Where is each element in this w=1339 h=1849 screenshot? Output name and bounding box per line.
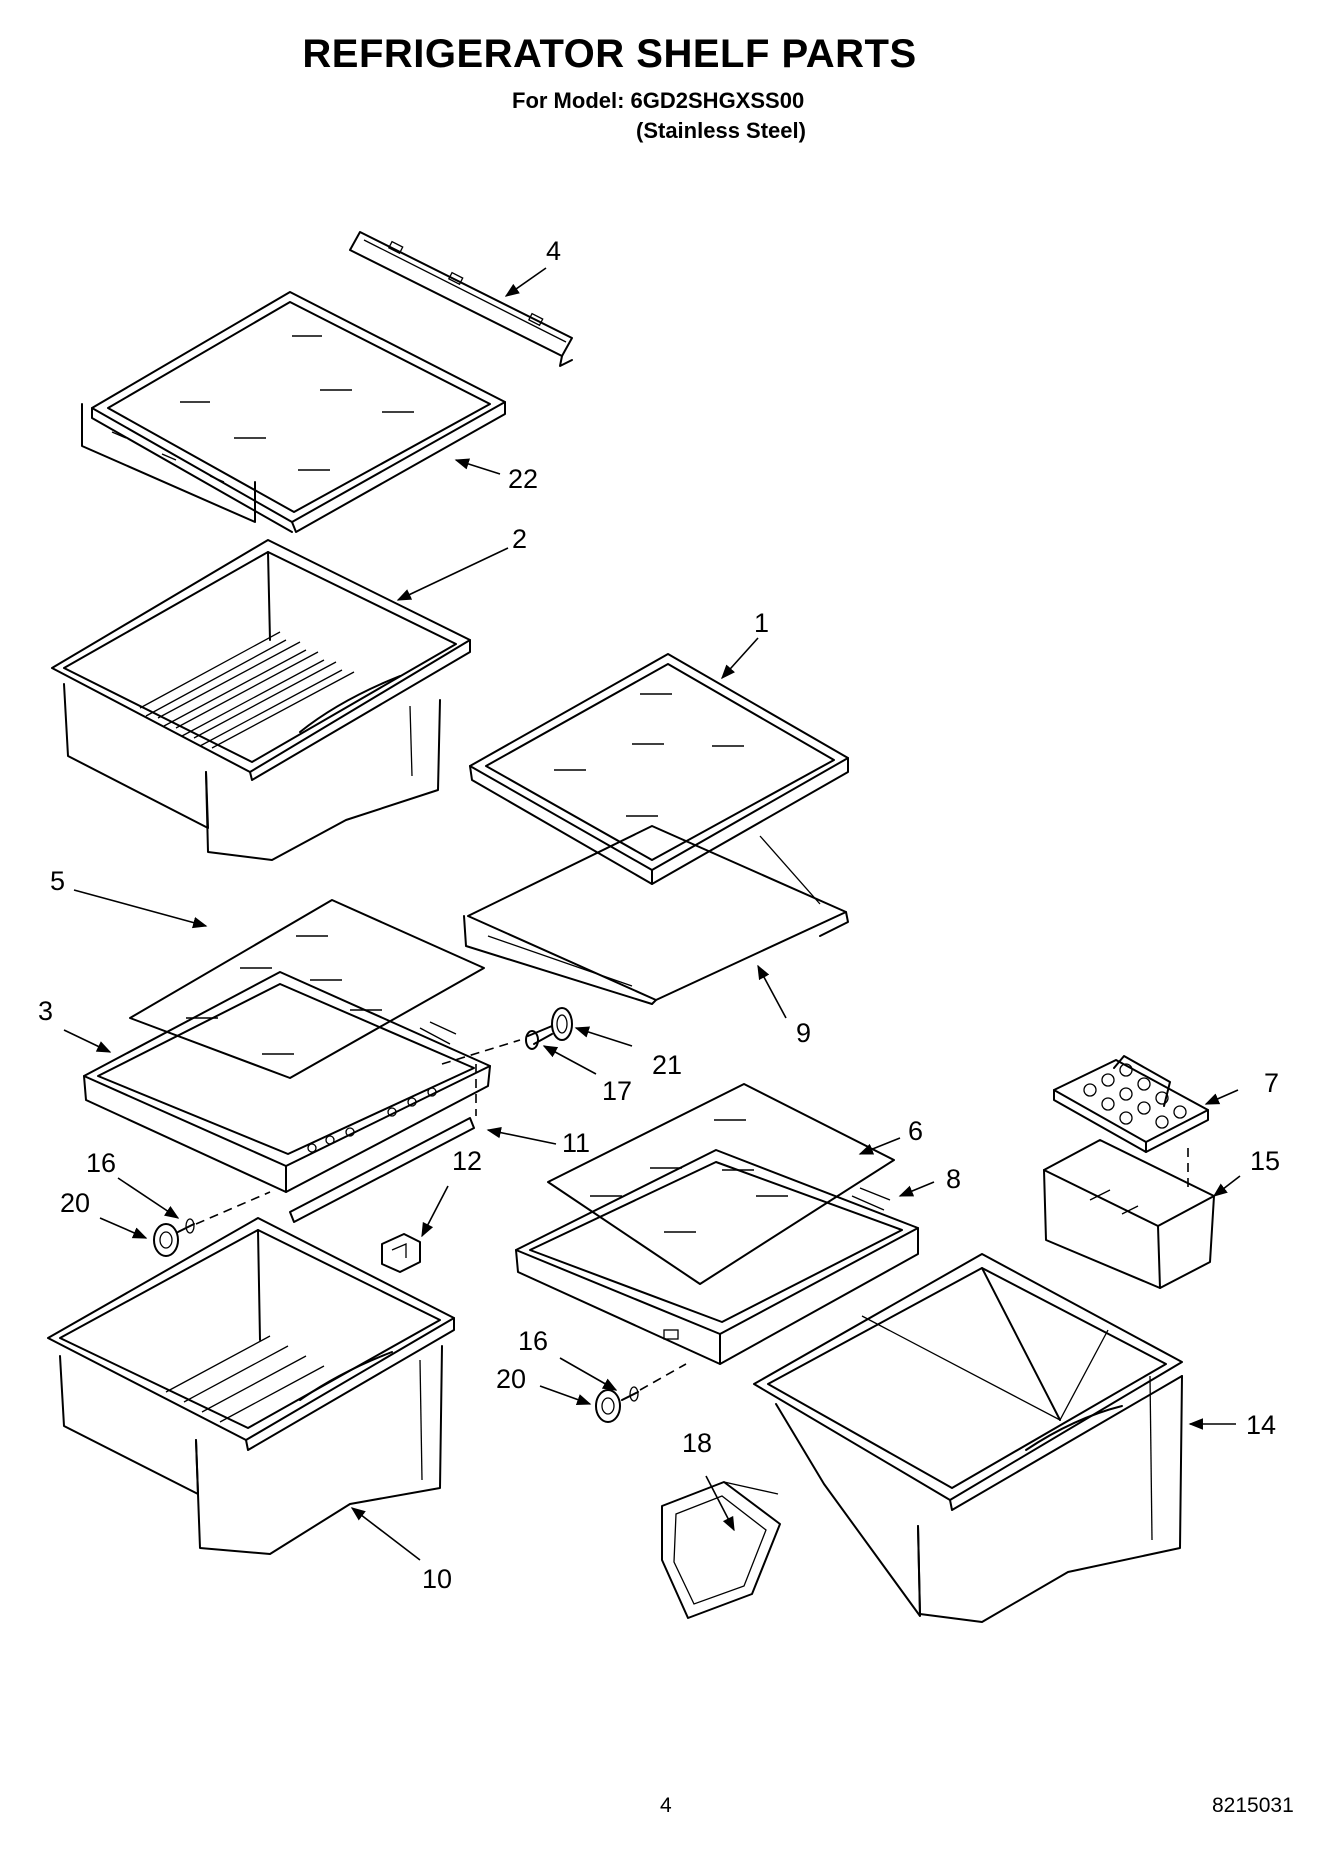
part-20-wheel-left [153,1223,179,1257]
page-title: REFRIGERATOR SHELF PARTS [302,32,917,76]
callout-10: 10 [422,1564,452,1594]
part-12-clip [381,1233,421,1273]
part-10-crisper-drawer-lower [47,1217,455,1555]
callout-4: 4 [546,236,561,266]
part-14-deli-drawer [753,1253,1183,1623]
part-11-rail [289,1064,477,1223]
callout-7: 7 [1264,1068,1279,1098]
part-9-shelf-frame [463,825,849,1005]
part-2-crisper-drawer-upper [51,539,471,861]
model-finish: (Stainless Steel) [636,118,806,143]
callout-3: 3 [38,996,53,1026]
callout-12: 12 [452,1146,482,1176]
part-16-screw-right [621,1386,639,1402]
callout-14: 14 [1246,1410,1276,1440]
model-number: For Model: 6GD2SHGXSS00 [512,88,805,113]
part-15-egg-bin [1043,1139,1215,1289]
callout-20-right: 20 [496,1364,526,1394]
page-number: 4 [660,1794,672,1817]
part-4-shelf-bracket [349,231,573,367]
callout-2: 2 [512,524,527,554]
callout-11: 11 [562,1128,590,1158]
part-3-crisper-cover-frame [83,971,491,1193]
part-17-screw [525,1025,553,1050]
callout-20-left: 20 [60,1188,90,1218]
part-21-wheel [551,1007,573,1041]
part-8-crisper-cover-frame [515,1149,919,1365]
part-1-glass-shelf [469,653,849,885]
callout-16-left: 16 [86,1148,116,1178]
callout-15: 15 [1250,1146,1280,1176]
part-5-glass-panel [129,899,485,1079]
leader-arrows [63,267,1241,1561]
callout-1: 1 [754,608,769,638]
part-22-top-glass-shelf [81,291,506,533]
callout-18: 18 [682,1428,712,1458]
part-16-screw-left [177,1218,195,1234]
callout-8: 8 [946,1164,961,1194]
part-18-label-insert [661,1481,781,1619]
callout-9: 9 [796,1018,811,1048]
part-6-glass-panel [547,1083,895,1285]
callout-21: 21 [652,1050,682,1080]
callout-16-right: 16 [518,1326,548,1356]
callout-22: 22 [508,464,538,494]
document-number: 8215031 [1212,1794,1294,1817]
callout-6: 6 [908,1116,923,1146]
part-20-wheel-right [595,1389,621,1423]
part-7-egg-tray-lid [1053,1055,1209,1153]
callout-17: 17 [602,1076,632,1106]
callout-5: 5 [50,866,65,896]
